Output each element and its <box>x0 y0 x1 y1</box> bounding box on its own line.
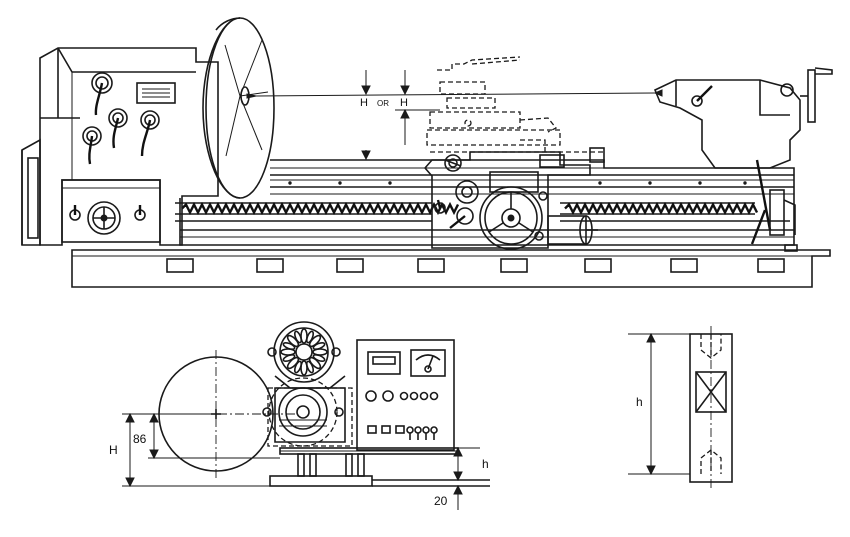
lead-screw <box>175 201 790 222</box>
control-cabinet <box>356 339 455 451</box>
tool-post-phantom <box>426 56 604 153</box>
dim-label-20: 20 <box>434 494 448 508</box>
carriage-apron <box>423 147 605 250</box>
swing-label-h-left: H <box>360 97 368 109</box>
end-base <box>269 447 490 487</box>
faceplate <box>202 17 275 199</box>
headstock <box>21 47 219 246</box>
dim-label-H: H <box>109 443 118 457</box>
lathe-end-view: H 86 h 20 <box>109 321 490 510</box>
tailstock <box>653 67 833 252</box>
dim-label-h: h <box>482 457 489 471</box>
bed-pockets <box>166 258 785 273</box>
spindle-axis <box>255 92 656 97</box>
headstock-dials <box>82 72 160 165</box>
gearbox-handwheel <box>69 201 146 235</box>
lathe-front-view: H OR H <box>21 17 833 288</box>
swing-dimension: H OR H <box>356 70 440 161</box>
bed-section-view: h <box>628 326 733 490</box>
section-label-h: h <box>636 395 643 409</box>
end-view-dimensions: H 86 h 20 <box>109 412 489 510</box>
end-headstock-body <box>262 375 353 447</box>
cabinet-switches <box>406 426 438 440</box>
apron-handwheel <box>479 186 544 250</box>
bed-way-dots <box>288 181 747 185</box>
swing-label-h-right: H <box>400 97 408 109</box>
swing-label-or: OR <box>377 99 389 108</box>
upper-gear <box>267 321 341 383</box>
lathe-bed-base <box>71 249 831 288</box>
dim-label-86: 86 <box>133 432 147 446</box>
